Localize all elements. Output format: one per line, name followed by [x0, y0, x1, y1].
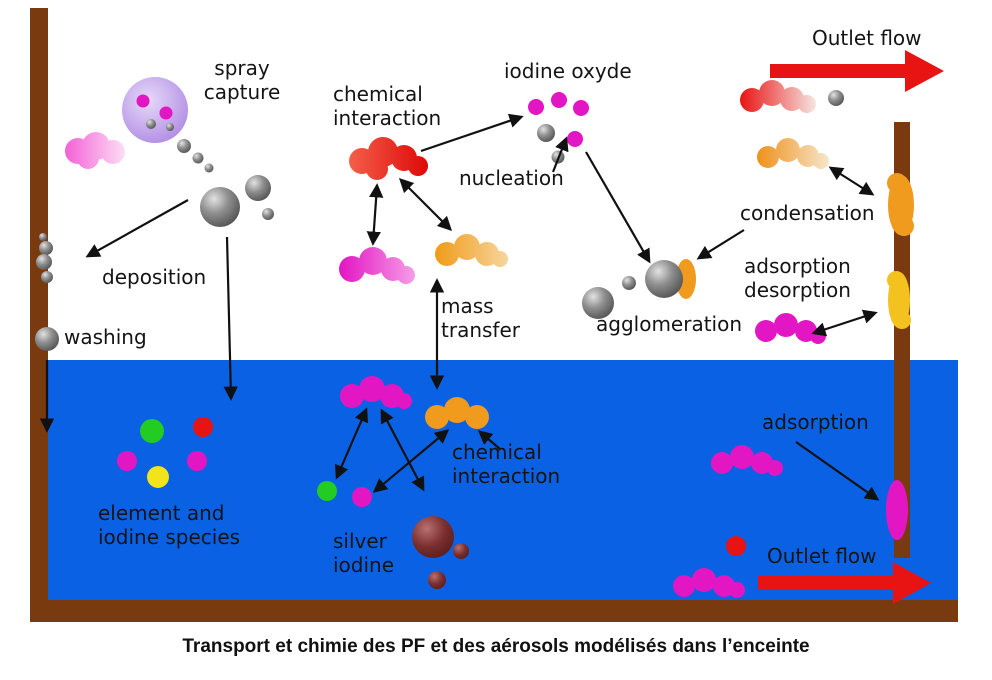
- arrow-water-interaction-1: [334, 407, 369, 480]
- arrow-condensation-agglo: [696, 229, 745, 260]
- wall-deposit-spheres: [36, 233, 53, 283]
- wall-yellow-blob: [887, 271, 911, 329]
- arrow-chem-orange: [398, 177, 453, 232]
- process-arrows: [39, 113, 880, 501]
- iodine-oxide-particles: [528, 92, 589, 164]
- adsorption-magenta-blob: [755, 313, 826, 344]
- element-iodine-dots: [117, 417, 213, 488]
- arrow-chem-magenta: [366, 183, 384, 246]
- red-aerosol-blob: [349, 137, 428, 180]
- label-washing: washing: [64, 325, 147, 349]
- arrow-to-iodine-oxide: [420, 113, 524, 153]
- label-mass-transfer: mass transfer: [441, 294, 520, 342]
- outlet-flow-arrow-top: [770, 50, 944, 92]
- water-species-dots: [317, 481, 372, 507]
- label-outlet-flow-bottom: Outlet flow: [767, 544, 877, 568]
- outlet-orange-blob: [757, 138, 829, 169]
- arrow-chem-water: [477, 430, 501, 450]
- aerosol-spheres: [177, 139, 274, 227]
- label-deposition: deposition: [102, 265, 207, 289]
- label-iodine-oxyde: iodine oxyde: [504, 59, 632, 83]
- magenta-aerosol-blob: [339, 247, 415, 284]
- water-sump: [48, 360, 958, 600]
- water-magenta-blob: [340, 376, 412, 409]
- water-bottom-blob: [673, 568, 745, 598]
- arrow-condensation: [828, 166, 875, 196]
- arrow-adsorption-desorption: [811, 309, 878, 337]
- arrow-to-agglomeration: [585, 151, 651, 264]
- label-nucleation: nucleation: [459, 166, 564, 190]
- left-wall: [30, 8, 48, 622]
- silver-iodine-spheres: [412, 516, 469, 589]
- arrow-water-interaction-3: [372, 429, 450, 493]
- label-condensation: condensation: [740, 201, 875, 225]
- label-adsorption-desorption: adsorption desorption: [744, 254, 851, 302]
- label-outlet-flow-top: Outlet flow: [812, 26, 922, 50]
- label-spray-capture: spray capture: [203, 56, 281, 104]
- arrow-nucleation: [551, 136, 569, 173]
- floor-wall: [30, 600, 958, 622]
- label-agglomeration: agglomeration: [596, 312, 743, 336]
- water-adsorption-blob: [711, 445, 783, 476]
- arrow-deposition: [223, 236, 238, 401]
- arrow-spray-to-wall: [85, 199, 189, 258]
- arrow-adsorption-wall: [795, 441, 880, 501]
- agglomeration-cluster: [582, 259, 696, 319]
- orange-aerosol-blob: [435, 234, 508, 267]
- water-orange-blob: [425, 397, 489, 429]
- red-species-dot: [726, 536, 746, 556]
- wall-orange-blob: [887, 173, 914, 236]
- label-chemical-interaction-water: chemical interaction: [452, 440, 561, 488]
- label-element-iodine-species: element and iodine species: [98, 501, 241, 549]
- pink-aerosol-blob: [65, 132, 125, 169]
- outlet-particle: [828, 90, 844, 106]
- figure-caption: Transport et chimie des PF et des aéroso…: [182, 636, 810, 657]
- label-adsorption: adsorption: [762, 410, 869, 434]
- washing-sphere: [35, 327, 59, 351]
- label-chemical-interaction-top: chemical interaction: [333, 82, 442, 130]
- label-silver-iodine: silver iodine: [333, 529, 395, 577]
- outlet-red-blob: [740, 80, 816, 113]
- wall-magenta-blob: [886, 480, 908, 540]
- spray-droplet: [122, 77, 188, 143]
- outlet-flow-arrow-bottom: [758, 562, 931, 604]
